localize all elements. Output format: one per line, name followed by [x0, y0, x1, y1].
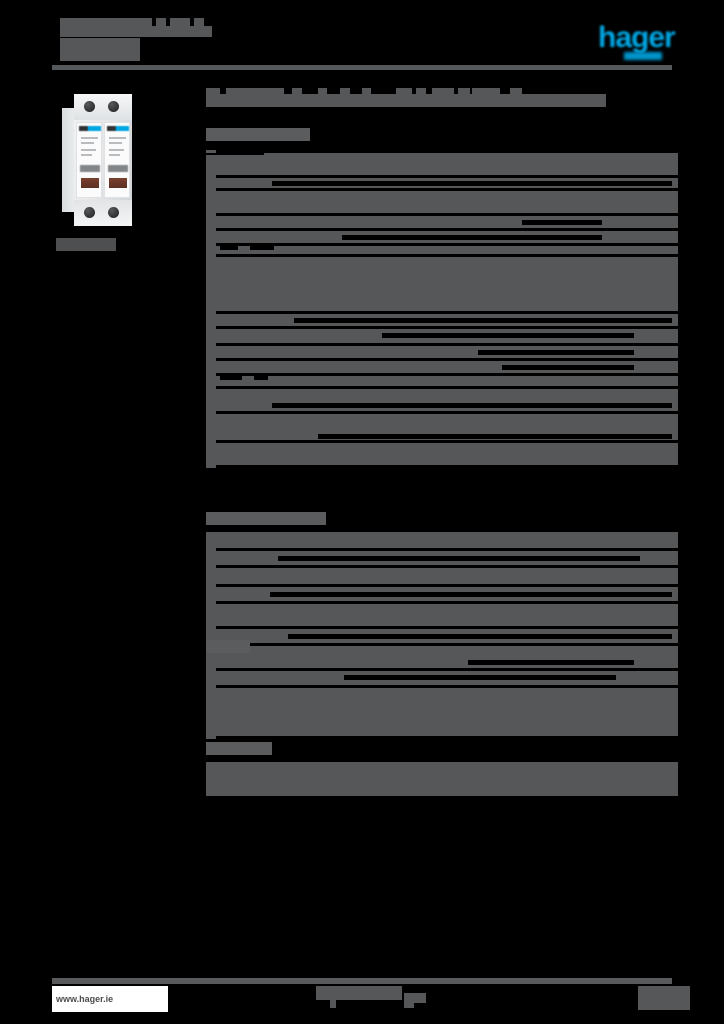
ce-mark-icon [108, 165, 128, 172]
spec-table-3 [206, 656, 678, 739]
product-photo [56, 88, 142, 251]
table-row-separator [206, 386, 678, 389]
terminal-screw-icon [108, 207, 119, 218]
spec-table-1 [206, 150, 678, 468]
table-row [206, 178, 678, 188]
module-text-line [81, 137, 98, 139]
module-brand-label [79, 126, 101, 131]
table-row [206, 329, 678, 343]
hager-logo-text: hager [598, 21, 676, 54]
table-row-separator [206, 565, 678, 568]
module-text-line [81, 149, 96, 151]
table-row-separator [206, 685, 678, 688]
spec-table-4 [206, 762, 678, 796]
website-url[interactable]: www.hager.ie [52, 986, 168, 1012]
table-row-separator [206, 343, 678, 346]
table-row-separator [206, 411, 678, 414]
module-text-line [109, 149, 124, 151]
table-row [206, 568, 678, 584]
module-text-line [81, 154, 92, 156]
table-row-separator [206, 601, 678, 604]
module-text-line [81, 142, 94, 144]
device-bottom-housing [74, 200, 132, 226]
table-row-separator [206, 228, 678, 231]
terminal-screw-icon [84, 207, 95, 218]
module-text-line [109, 154, 120, 156]
table-row [206, 153, 678, 175]
table-row [206, 587, 678, 601]
hager-logo: hager [598, 21, 690, 60]
table-row [206, 231, 678, 243]
table-row [206, 551, 678, 565]
section-heading-1-redacted [206, 128, 310, 141]
module-text-line [109, 142, 122, 144]
footer-divider [52, 978, 672, 984]
table-row-separator [206, 326, 678, 329]
table-row [206, 191, 678, 213]
table-row-separator [206, 626, 678, 629]
table-row [206, 688, 678, 736]
status-window [109, 178, 127, 188]
table-row [206, 762, 678, 796]
product-caption-redacted [56, 238, 116, 251]
table-row-separator [206, 311, 678, 314]
page-number-redacted [638, 986, 690, 1010]
table-row-separator [206, 175, 678, 178]
table-row-separator [206, 150, 678, 153]
table-row [206, 671, 678, 685]
spec-table-2 [206, 532, 678, 667]
table-row [206, 443, 678, 465]
section-heading-3-redacted [206, 640, 250, 653]
page-header: hager [0, 0, 724, 80]
table-row-separator [206, 373, 678, 376]
table-row [206, 532, 678, 548]
page-footer: www.hager.ie [0, 976, 724, 1024]
table-row-separator [206, 254, 678, 257]
table-row [206, 389, 678, 411]
header-divider [52, 65, 672, 70]
device-top-housing [74, 94, 132, 120]
table-row [206, 346, 678, 358]
table-row [206, 656, 678, 668]
table-row-separator [206, 584, 678, 587]
table-row [206, 257, 678, 311]
table-row [206, 361, 678, 373]
device-module-2 [104, 122, 130, 198]
table-row [206, 216, 678, 228]
module-text-line [109, 137, 126, 139]
table-row-separator [206, 465, 678, 468]
section-heading-4-redacted [206, 742, 272, 755]
table-row-separator [206, 440, 678, 443]
table-row [206, 414, 678, 440]
terminal-screw-icon [84, 101, 95, 112]
table-row [206, 604, 678, 626]
module-brand-label [107, 126, 129, 131]
table-row-separator [206, 668, 678, 671]
table-row-separator [206, 213, 678, 216]
section-heading-2-redacted [206, 512, 326, 525]
table-row-separator [206, 736, 678, 739]
table-row-separator [206, 188, 678, 191]
table-row [206, 629, 678, 643]
device-module-1 [76, 122, 102, 198]
ce-mark-icon [80, 165, 100, 172]
terminal-screw-icon [108, 101, 119, 112]
hager-logo-underline [624, 52, 662, 60]
table-row [206, 376, 678, 386]
table-row-separator [206, 548, 678, 551]
table-row [206, 314, 678, 326]
table-row-separator [206, 358, 678, 361]
table-row-separator [206, 243, 678, 246]
status-window [81, 178, 99, 188]
table-row [206, 246, 678, 254]
